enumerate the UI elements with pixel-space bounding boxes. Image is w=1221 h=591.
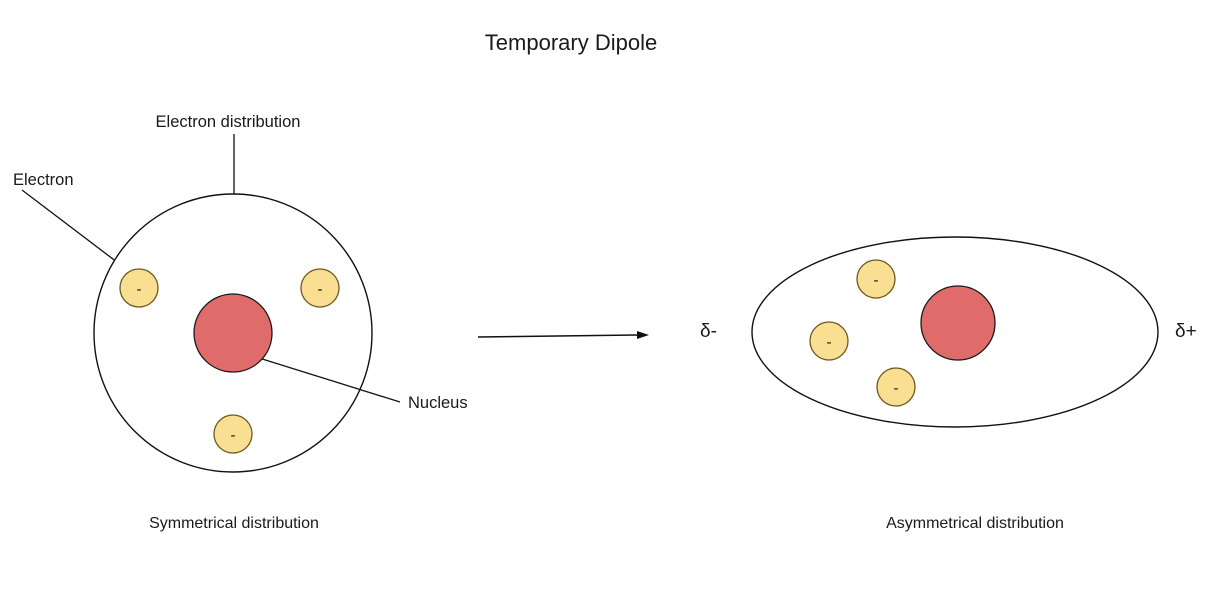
right-caption: Asymmetrical distribution xyxy=(886,515,1064,532)
right-electron-group: - - - xyxy=(809,259,916,407)
electron-charge-sign: - xyxy=(874,272,879,289)
electron-charge-sign: - xyxy=(231,427,236,444)
electron-charge-sign: - xyxy=(318,281,323,298)
flow-arrow-head xyxy=(637,331,649,339)
electron-distribution-label: Electron distribution xyxy=(156,113,301,131)
flow-arrow xyxy=(477,331,649,339)
electron-particle xyxy=(213,414,253,454)
electron-particle xyxy=(300,268,340,308)
electron-charge-sign: - xyxy=(827,334,832,351)
left-nucleus xyxy=(193,293,273,373)
electron-charge-sign: - xyxy=(894,380,899,397)
electron-label: Electron xyxy=(13,171,74,189)
left-electron-group: - - - xyxy=(119,268,340,454)
left-caption: Symmetrical distribution xyxy=(149,515,319,532)
electron-particle xyxy=(809,321,849,361)
electron-particle xyxy=(119,268,159,308)
electron-particle xyxy=(856,259,896,299)
nucleus-label: Nucleus xyxy=(408,394,468,412)
right-nucleus xyxy=(920,285,996,361)
partial-negative-charge-label: δ- xyxy=(700,321,717,342)
partial-positive-charge-label: δ+ xyxy=(1175,321,1197,342)
electron-charge-sign: - xyxy=(137,281,142,298)
page-title: Temporary Dipole xyxy=(485,30,657,55)
nucleus-leader-line xyxy=(258,357,401,403)
electron-particle xyxy=(876,367,916,407)
flow-arrow-shaft xyxy=(477,334,642,338)
